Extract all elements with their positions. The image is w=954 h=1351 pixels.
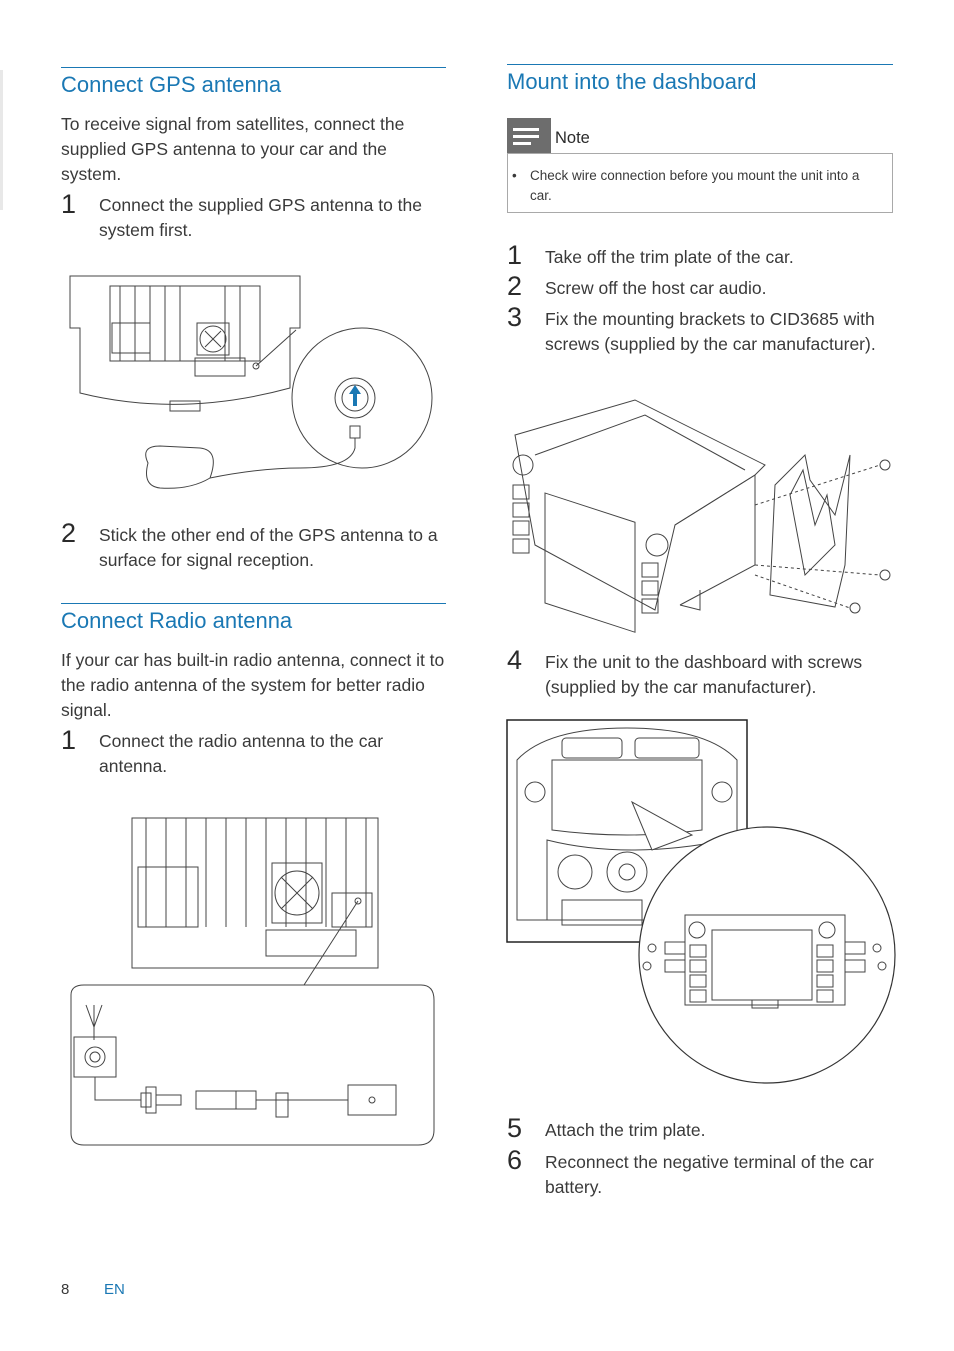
mount-heading: Mount into the dashboard — [507, 69, 757, 94]
radio-step-1-text: Connect the radio antenna to the car ant… — [99, 731, 384, 776]
gps-intro: To receive signal from satellites, conne… — [61, 114, 405, 184]
page-number: 8 — [61, 1281, 70, 1298]
gps-step-2-number: 2 — [61, 518, 77, 548]
margin-tab-bar — [0, 70, 3, 210]
note-badge — [507, 118, 551, 154]
gps-section-rule — [61, 67, 446, 68]
gps-heading: Connect GPS antenna — [61, 72, 282, 97]
gps-antenna-illustration — [69, 275, 433, 489]
note-bullet: • — [512, 168, 517, 183]
mount-step-6-text: Reconnect the negative terminal of the c… — [545, 1152, 874, 1197]
gps-step-1-number: 1 — [61, 189, 77, 219]
note-icon — [513, 128, 539, 145]
mount-step-3-text: Fix the mounting brackets to CID3685 wit… — [545, 309, 876, 354]
radio-section-rule — [61, 603, 446, 604]
gps-step-2-text: Stick the other end of the GPS antenna t… — [99, 525, 438, 570]
mount-step-4-number: 4 — [507, 645, 523, 675]
note-label: Note — [555, 129, 590, 147]
note-box — [507, 153, 893, 213]
mount-step-6-number: 6 — [507, 1145, 523, 1175]
mount-step-1-text: Take off the trim plate of the car. — [545, 247, 794, 267]
mount-step-5-number: 5 — [507, 1113, 523, 1143]
radio-intro: If your car has built-in radio antenna, … — [61, 650, 445, 720]
radio-antenna-illustration — [70, 817, 435, 1146]
note-text: Check wire connection before you mount t… — [530, 168, 860, 203]
mount-step-3-number: 3 — [507, 302, 523, 332]
mount-step-5-text: Attach the trim plate. — [545, 1120, 706, 1140]
mount-section-rule — [507, 64, 893, 65]
mounting-brackets-illustration — [512, 399, 891, 633]
mount-step-2-text: Screw off the host car audio. — [545, 278, 767, 298]
gps-step-1-text: Connect the supplied GPS antenna to the … — [99, 195, 423, 240]
radio-heading: Connect Radio antenna — [61, 608, 293, 633]
language-code: EN — [104, 1281, 125, 1298]
mount-step-1-number: 1 — [507, 240, 523, 270]
mount-step-4-text: Fix the unit to the dashboard with screw… — [545, 652, 863, 697]
dashboard-illustration — [506, 719, 896, 1084]
radio-step-1-number: 1 — [61, 725, 77, 755]
mount-step-2-number: 2 — [507, 271, 523, 301]
